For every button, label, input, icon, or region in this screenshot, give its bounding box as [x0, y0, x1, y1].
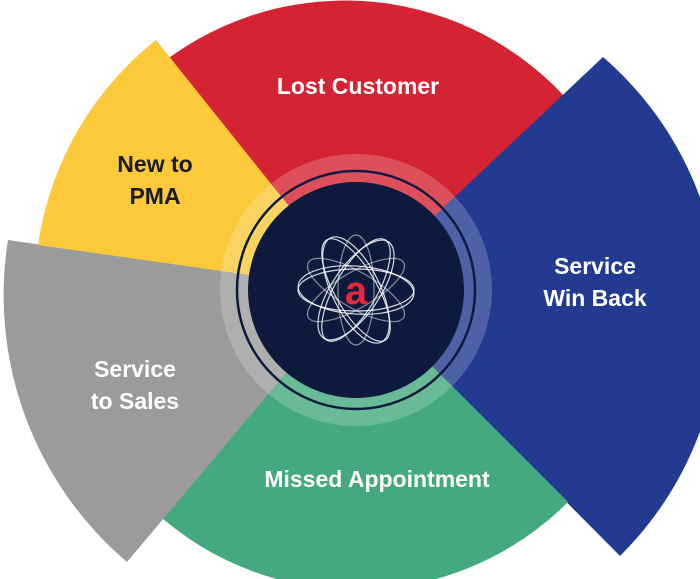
- hub-disc: [248, 182, 464, 398]
- label-lost-customer-text: Lost Customer: [276, 73, 440, 99]
- label-service-win-back-line1: Service: [554, 253, 636, 279]
- label-new-to-pma-line1: New to: [117, 151, 193, 177]
- label-service-win-back: Service Win Back: [520, 250, 670, 314]
- hub-outer-ring: [235, 169, 477, 411]
- label-new-to-pma-line2: PMA: [129, 183, 181, 209]
- segment-missed-appointment: [154, 290, 568, 579]
- segment-lost-customer: [151, 0, 565, 291]
- label-service-win-back-line2: Win Back: [543, 285, 647, 311]
- label-lost-customer: Lost Customer: [238, 70, 478, 102]
- label-service-to-sales-line2: to Sales: [90, 388, 180, 414]
- logo-letter: a: [345, 269, 368, 313]
- label-missed-appointment-text: Missed Appointment: [264, 466, 490, 492]
- label-service-to-sales: Service to Sales: [60, 353, 210, 417]
- label-missed-appointment: Missed Appointment: [232, 463, 522, 495]
- segment-service-win-back: [356, 57, 700, 556]
- label-service-to-sales-line1: Service: [94, 356, 176, 382]
- logo-loops-icon: [297, 234, 415, 346]
- label-new-to-pma: New to PMA: [100, 148, 210, 212]
